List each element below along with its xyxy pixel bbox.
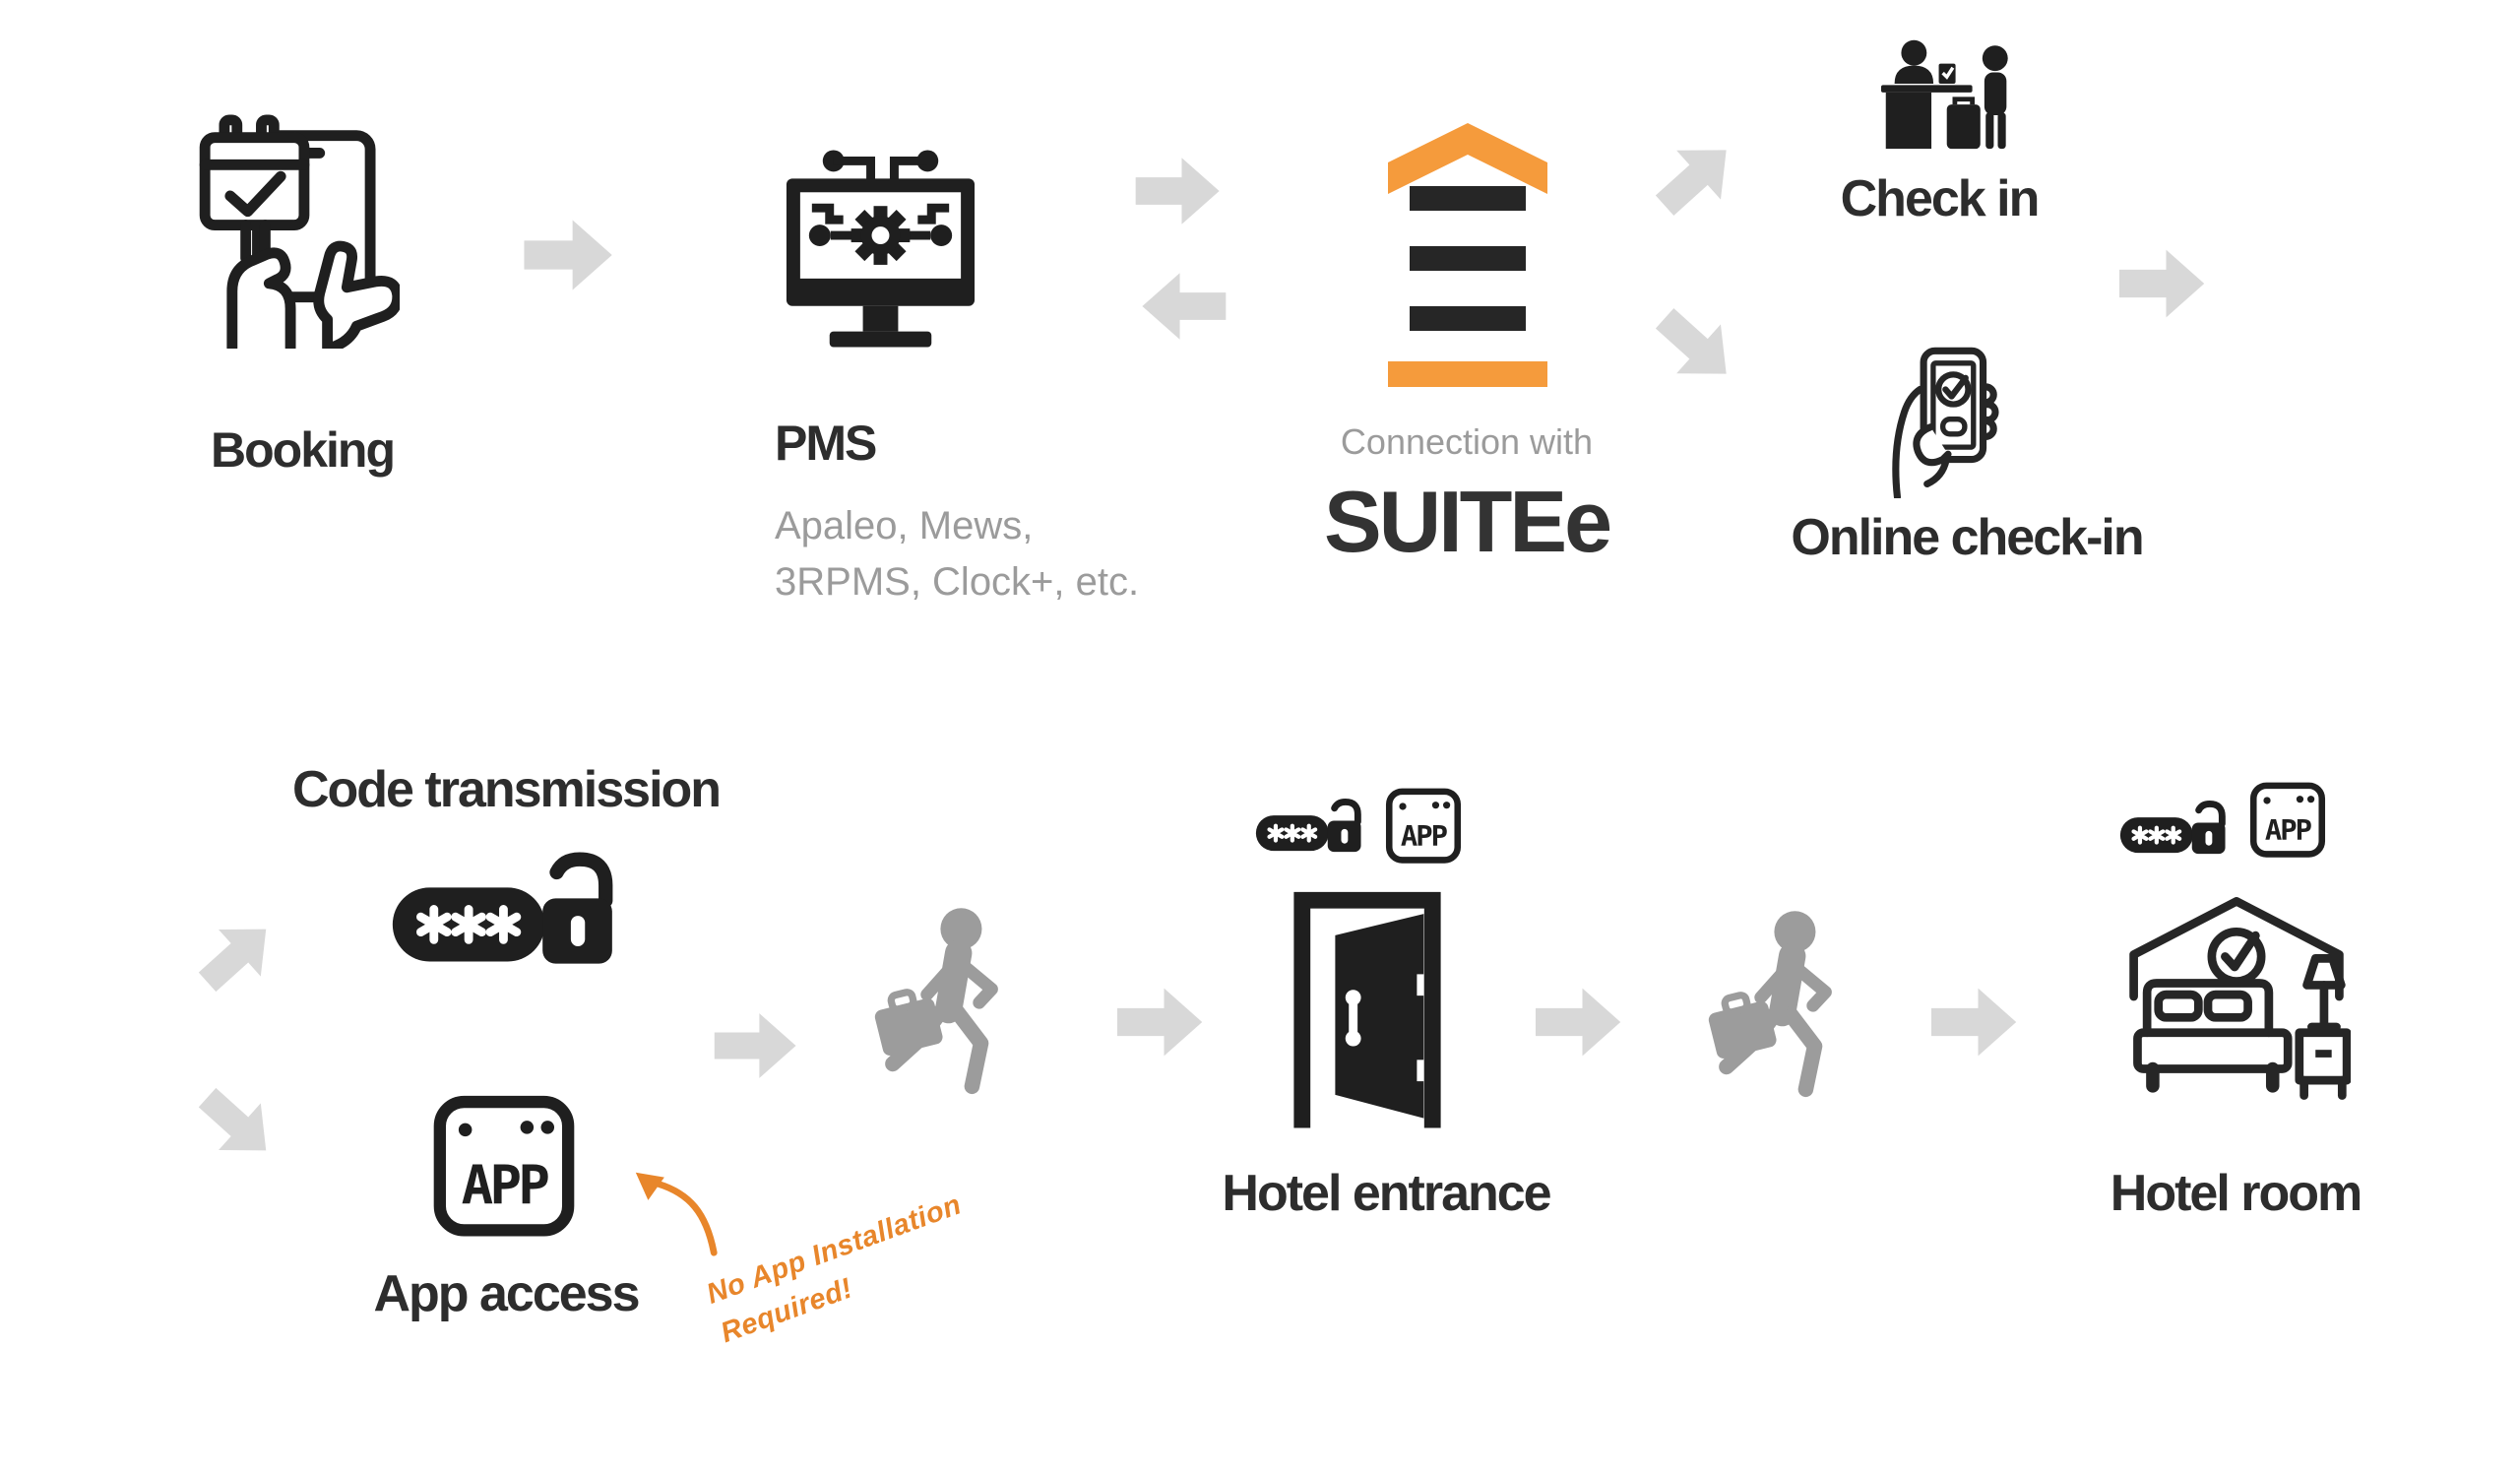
guest-walking-2 [1705, 904, 1862, 1113]
app-badge-text: APP [462, 1154, 549, 1216]
phone-checkmark-icon [1892, 347, 1999, 498]
suitee-node [1384, 107, 1551, 389]
app-badge-icon: APP [433, 1095, 575, 1237]
pms-monitor-gear-icon [786, 150, 976, 348]
suitee-building-logo [1388, 123, 1547, 387]
walking-guest-icon [874, 908, 998, 1095]
curved-arrow-icon [635, 1172, 718, 1256]
booking-tablet-calendar-icon [199, 114, 400, 349]
arrow-pms-to-suitee [1135, 153, 1222, 229]
arrow-suitee-to-pms [1140, 268, 1227, 345]
suitee-pretitle: Connection with [1340, 421, 1594, 462]
room-code-badge [2118, 796, 2229, 861]
arrow-entrance-to-guest [1536, 983, 1622, 1061]
arrow-suitee-to-checkin [1654, 138, 1738, 217]
hotel-room-icon [2129, 897, 2351, 1100]
booking-node [195, 110, 400, 349]
arrow-suitee-to-online-checkin [1654, 307, 1738, 386]
annotation-arrow [630, 1167, 721, 1257]
pms-label: PMS [775, 416, 877, 471]
walking-guest-icon [1708, 911, 1832, 1098]
pms-node [775, 146, 985, 354]
check-in-node [1870, 35, 2018, 160]
online-check-in-label: Online check-in [1791, 509, 2144, 566]
check-in-label: Check in [1840, 170, 2041, 227]
code-transmission-label: Code transmission [291, 761, 722, 818]
suitee-brand: SUITEe [1323, 473, 1612, 570]
online-check-in-node [1885, 343, 2003, 498]
entrance-app-badge: APP [1384, 786, 1463, 865]
app-access-node: APP [431, 1091, 577, 1239]
arrow-to-app-access [197, 1087, 278, 1161]
app-access-label: App access [373, 1265, 640, 1322]
hotel-room-label: Hotel room [2110, 1165, 2362, 1222]
hotel-entrance-node [1285, 884, 1450, 1128]
arrow-booking-to-pms [524, 215, 614, 295]
entrance-code-badge [1254, 794, 1364, 859]
arrow-guest-to-room [1931, 983, 2018, 1061]
hotel-room-node [2122, 878, 2351, 1117]
hotel-entrance-label: Hotel entrance [1222, 1165, 1551, 1222]
guest-walking-1 [871, 901, 1029, 1110]
room-app-badge: APP [2248, 780, 2327, 859]
password-unlock-icon [1255, 799, 1361, 853]
app-badge-text: APP [1401, 819, 1448, 853]
pms-providers: Apaleo, Mews, 3RPMS, Clock+, etc. [775, 498, 1139, 610]
code-transmission-node [392, 842, 616, 978]
arrow-to-code-transmission [197, 919, 278, 993]
arrow-guest-to-entrance [1117, 983, 1204, 1061]
password-unlock-icon [2119, 801, 2226, 855]
arrow-access-to-guest [714, 1008, 798, 1083]
pms-providers-line2: 3RPMS, Clock+, etc. [775, 560, 1140, 604]
booking-label: Booking [211, 422, 396, 478]
reception-desk-icon [1880, 39, 2008, 150]
arrow-checkin-to-next-step [2119, 244, 2206, 323]
app-badge-icon: APP [1385, 788, 1462, 864]
app-badge-text: APP [2265, 813, 2312, 847]
open-door-icon [1293, 891, 1441, 1128]
pms-providers-line1: Apaleo, Mews, [775, 504, 1034, 547]
app-badge-icon: APP [2249, 782, 2326, 858]
password-unlock-icon [392, 852, 613, 964]
annotation-note: No App Installation Required! [701, 1185, 981, 1354]
